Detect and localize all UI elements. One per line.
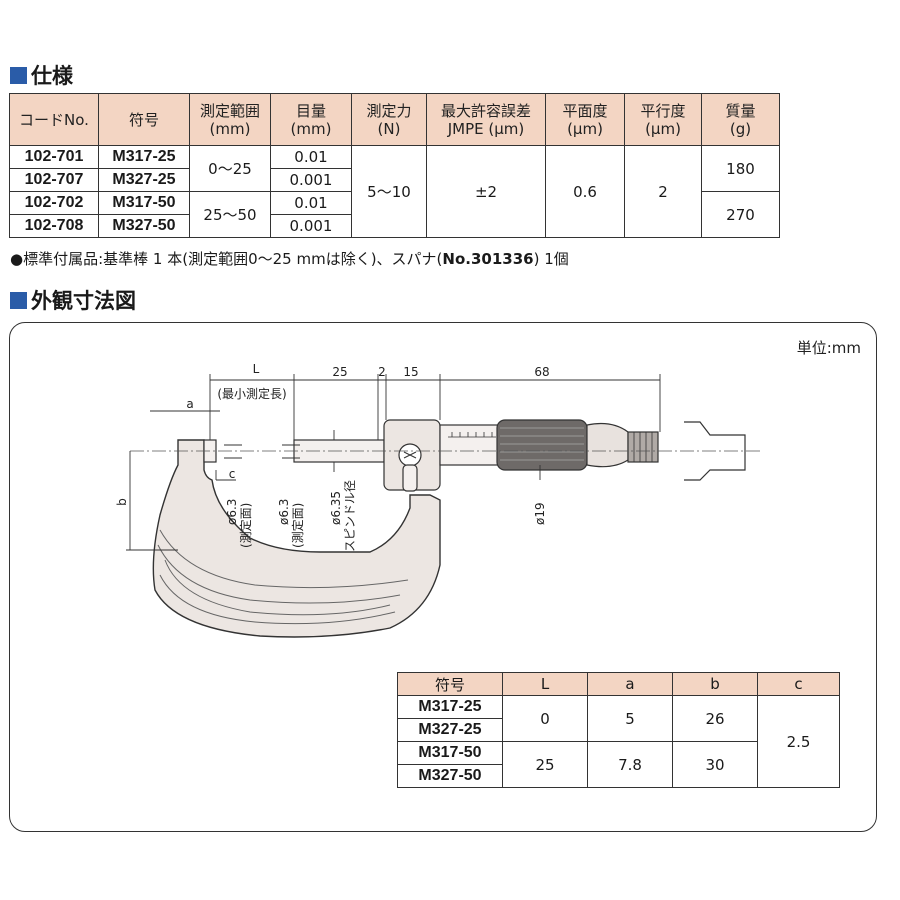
lock-lever xyxy=(402,464,418,492)
header-mass: 質量(g) xyxy=(701,93,780,146)
accessories-note: ●標準付属品:基準棒 1 本(測定範囲0〜25 mmは除く)、スパナ(No.30… xyxy=(10,250,569,268)
code-cell: 102-708 xyxy=(9,214,99,238)
graduation-cell: 0.001 xyxy=(270,214,352,238)
dim-a: a xyxy=(186,397,193,411)
drawing-frame xyxy=(9,322,877,832)
symbol-cell: M327-25 xyxy=(98,168,190,192)
header-code: コードNo. xyxy=(9,93,99,146)
spindle-dia-label: スピンドル径 xyxy=(343,480,357,552)
d63-spindle-label: ø6.3 xyxy=(277,499,291,525)
graduation-cell: 0.01 xyxy=(270,145,352,169)
dim-header-b: b xyxy=(672,672,758,696)
graduation-cell: 0.01 xyxy=(270,191,352,215)
parallelism-cell: 2 xyxy=(624,145,702,238)
dim-header-a: a xyxy=(587,672,673,696)
frame-body xyxy=(152,439,441,638)
header-flatness: 平面度(μm) xyxy=(545,93,625,146)
ratchet-knurl xyxy=(633,432,653,462)
mass-cell: 180 xyxy=(701,145,780,192)
mass-cell: 270 xyxy=(701,191,780,238)
dim-25: 25 xyxy=(332,365,347,379)
header-graduation: 目量(mm) xyxy=(270,93,352,146)
header-parallelism: 平行度(μm) xyxy=(624,93,702,146)
graduation-cell: 0.001 xyxy=(270,168,352,192)
symbol-cell: M317-50 xyxy=(98,191,190,215)
error-cell: ±2 xyxy=(426,145,546,238)
face-spindle-label: (測定面) xyxy=(290,503,305,548)
sleeve xyxy=(439,424,501,466)
d63-anvil-label: ø6.3 xyxy=(225,499,239,525)
dim-b: b xyxy=(115,498,129,506)
dim-header-symbol: 符号 xyxy=(397,672,503,696)
range-cell: 0〜25 xyxy=(189,145,271,192)
sleeve-scale xyxy=(448,432,496,438)
dim-b-cell: 30 xyxy=(672,741,758,788)
symbol-cell: M327-50 xyxy=(98,214,190,238)
thimble-knurl xyxy=(500,427,584,461)
dim-L-cell: 25 xyxy=(502,741,588,788)
square-bullet-icon xyxy=(10,67,27,84)
dim-68: 68 xyxy=(534,365,549,379)
ratchet-extension xyxy=(684,421,746,481)
dim-symbol-cell: M327-50 xyxy=(397,764,503,788)
face-anvil-label: (測定面) xyxy=(238,503,253,548)
dim-L: L xyxy=(253,362,260,376)
thimble-cap xyxy=(586,422,629,468)
dim-15: 15 xyxy=(403,365,418,379)
insulator-ridge xyxy=(159,529,409,589)
d19-label: ø19 xyxy=(533,502,547,525)
insulator-ridge xyxy=(164,559,391,616)
d635-label: ø6.35 xyxy=(329,491,343,525)
force-cell: 5〜10 xyxy=(351,145,427,238)
dimension-table: 符号 L a b c M317-25 0 5 26 2.5 M327-25 M3… xyxy=(397,672,840,788)
ratchet-stop xyxy=(627,431,659,463)
dim-c-cell: 2.5 xyxy=(757,695,840,788)
dim-symbol-cell: M317-50 xyxy=(397,741,503,765)
dim-b-cell: 26 xyxy=(672,695,758,742)
dim-a-cell: 5 xyxy=(587,695,673,742)
dim-symbol-cell: M327-25 xyxy=(397,718,503,742)
spec-section-title: 仕様 xyxy=(10,60,73,90)
dim-header-c: c xyxy=(757,672,840,696)
dim-header-L: L xyxy=(502,672,588,696)
dim-symbol-cell: M317-25 xyxy=(397,695,503,719)
range-cell: 25〜50 xyxy=(189,191,271,238)
insulator-ridge xyxy=(159,574,396,625)
lock-cross xyxy=(403,451,417,459)
square-bullet-icon xyxy=(10,292,27,309)
header-force: 測定力(N) xyxy=(351,93,427,146)
dim-2: 2 xyxy=(378,365,386,379)
min-length-label: (最小測定長) xyxy=(217,386,286,401)
dim-L-cell: 0 xyxy=(502,695,588,742)
code-cell: 102-707 xyxy=(9,168,99,192)
insulator-ridge xyxy=(157,544,401,604)
header-range: 測定範囲(mm) xyxy=(189,93,271,146)
unit-label: 単位:mm xyxy=(797,339,861,357)
dim-a-cell: 7.8 xyxy=(587,741,673,788)
code-cell: 102-702 xyxy=(9,191,99,215)
dim-c: c xyxy=(229,467,236,481)
dims-section-title: 外観寸法図 xyxy=(10,285,136,315)
